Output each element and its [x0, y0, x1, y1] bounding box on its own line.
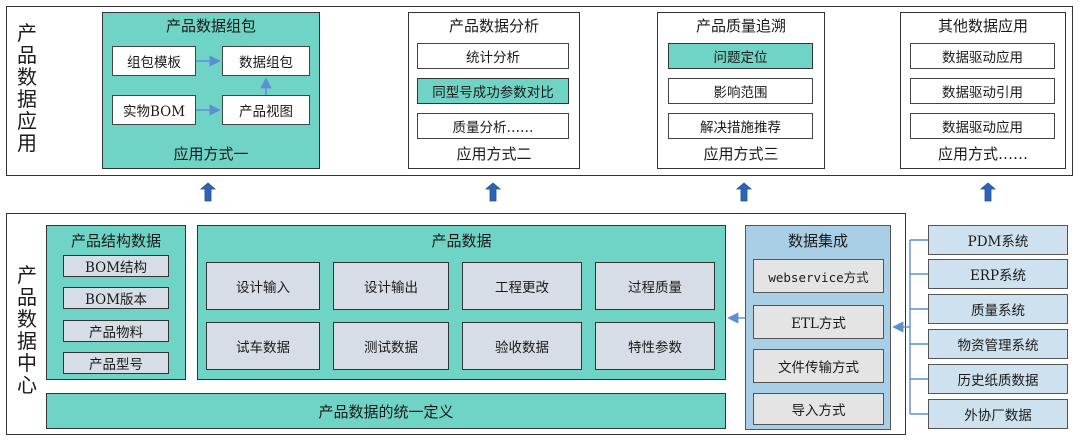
product-view[interactable]: 产品视图	[222, 95, 310, 125]
issue-location[interactable]: 问题定位	[668, 43, 813, 69]
data-center-section	[6, 213, 906, 435]
data-driven-app-1[interactable]: 数据驱动应用	[910, 43, 1055, 69]
test-data[interactable]: 测试数据	[333, 322, 449, 370]
panel-other-apps-footer: 应用方式……	[937, 145, 1028, 163]
etl-method[interactable]: ETL方式	[753, 305, 884, 339]
system-quality[interactable]: 质量系统	[928, 294, 1068, 324]
test-run-data[interactable]: 试车数据	[206, 322, 320, 370]
characteristic-params[interactable]: 特性参数	[595, 322, 715, 370]
statistical-analysis[interactable]: 统计分析	[417, 43, 569, 69]
physical-bom[interactable]: 实物BOM	[112, 95, 196, 125]
system-pdm[interactable]: PDM系统	[928, 225, 1068, 255]
panel-analysis-title: 产品数据分析	[448, 17, 539, 35]
panel-packaging	[102, 12, 320, 169]
up-arrow-3	[735, 182, 753, 202]
up-arrow-2	[484, 182, 502, 202]
design-input[interactable]: 设计输入	[206, 262, 320, 310]
system-paper-history[interactable]: 历史纸质数据	[928, 364, 1068, 394]
panel-other-apps-title: 其他数据应用	[937, 17, 1028, 35]
panel-packaging-title: 产品数据组包	[165, 17, 256, 35]
file-transfer-method[interactable]: 文件传输方式	[753, 349, 884, 383]
panel-traceability-title: 产品质量追溯	[695, 17, 786, 35]
engineering-change[interactable]: 工程更改	[462, 262, 582, 310]
solution-recommendation[interactable]: 解决措施推荐	[668, 113, 813, 139]
acceptance-data[interactable]: 验收数据	[462, 322, 582, 370]
data-packaging[interactable]: 数据组包	[222, 46, 310, 76]
product-material[interactable]: 产品物料	[63, 320, 169, 342]
system-outsourced[interactable]: 外协厂数据	[928, 399, 1068, 429]
product-model[interactable]: 产品型号	[63, 352, 169, 374]
data-integration-title: 数据集成	[787, 232, 848, 250]
panel-packaging-footer: 应用方式一	[173, 145, 249, 163]
design-output[interactable]: 设计输出	[333, 262, 449, 310]
up-arrow-1	[199, 182, 217, 202]
packaging-template[interactable]: 组包模板	[112, 46, 196, 76]
application-section	[6, 6, 1073, 176]
system-erp[interactable]: ERP系统	[928, 259, 1068, 289]
bom-version[interactable]: BOM版本	[63, 287, 169, 309]
up-arrow-4	[979, 182, 997, 202]
process-quality[interactable]: 过程质量	[595, 262, 715, 310]
panel-analysis-footer: 应用方式二	[456, 145, 532, 163]
same-model-comparison[interactable]: 同型号成功参数对比	[417, 78, 569, 104]
data-center-section-label: 产品数据中心	[17, 263, 37, 397]
unified-definition-bar: 产品数据的统一定义	[46, 393, 726, 429]
system-materials[interactable]: 物资管理系统	[928, 329, 1068, 359]
application-section-label: 产品数据应用	[17, 21, 37, 155]
systems-bracket	[909, 239, 928, 415]
data-driven-reference[interactable]: 数据驱动引用	[910, 78, 1055, 104]
product-structure-title: 产品结构数据	[70, 232, 161, 250]
impact-scope[interactable]: 影响范围	[668, 78, 813, 104]
webservice-method[interactable]: webservice方式	[753, 259, 884, 293]
import-method[interactable]: 导入方式	[753, 393, 884, 425]
bom-structure[interactable]: BOM结构	[63, 255, 169, 277]
data-driven-app-2[interactable]: 数据驱动应用	[910, 113, 1055, 139]
quality-analysis[interactable]: 质量分析……	[417, 113, 569, 139]
panel-traceability-footer: 应用方式三	[703, 145, 779, 163]
product-data-title: 产品数据	[431, 232, 492, 250]
